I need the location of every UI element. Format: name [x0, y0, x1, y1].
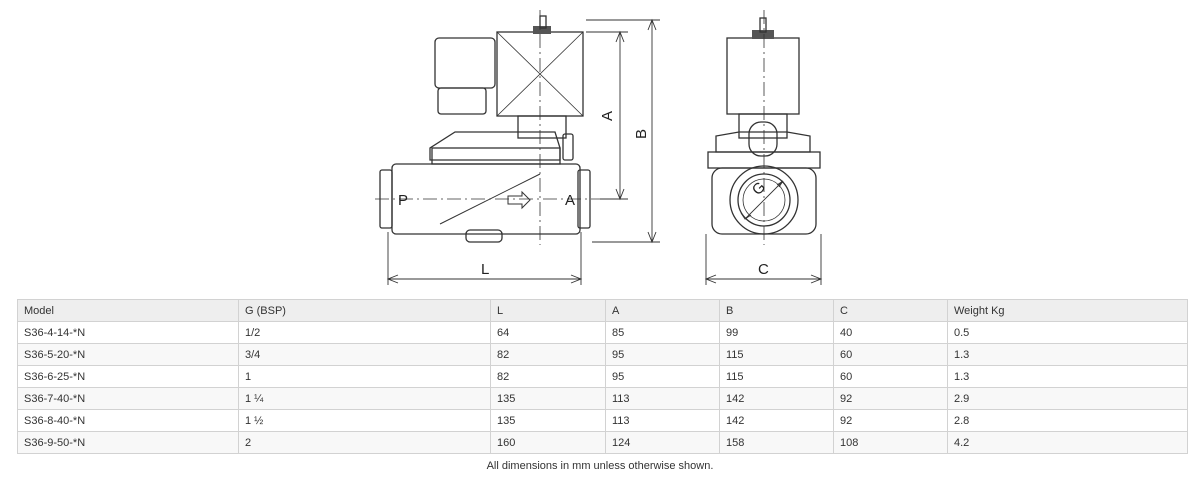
- cell-a: 95: [605, 343, 720, 366]
- cell-b: 158: [719, 431, 834, 454]
- cell-c: 108: [833, 431, 948, 454]
- cell-b: 115: [719, 343, 834, 366]
- table-row: S36-5-20-*N 3/4 82 95 115 60 1.3: [17, 343, 1188, 366]
- cell-a: 113: [605, 409, 720, 432]
- cell-b: 142: [719, 387, 834, 410]
- table-header-row: Model G (BSP) L A B C Weight Kg: [17, 299, 1188, 322]
- footnote: All dimensions in mm unless otherwise sh…: [486, 460, 714, 472]
- cell-model: S36-6-25-*N: [17, 365, 239, 388]
- header-model: Model: [17, 299, 239, 322]
- cell-a: 124: [605, 431, 720, 454]
- cell-l: 135: [490, 387, 606, 410]
- cell-weight: 4.2: [947, 431, 1188, 454]
- side-view: [707, 10, 821, 245]
- dim-b-label: B: [633, 129, 650, 139]
- header-b: B: [719, 299, 834, 322]
- table-row: S36-8-40-*N 1 ½ 135 113 142 92 2.8: [17, 409, 1188, 432]
- cell-weight: 2.9: [947, 387, 1188, 410]
- dim-c-label: C: [758, 261, 769, 278]
- header-l: L: [490, 299, 606, 322]
- cell-c: 40: [833, 321, 948, 344]
- cell-l: 160: [490, 431, 606, 454]
- cell-c: 92: [833, 387, 948, 410]
- cell-l: 64: [490, 321, 606, 344]
- cell-g: 1 ¼: [238, 387, 491, 410]
- cell-g: 1 ½: [238, 409, 491, 432]
- port-out-label: A: [565, 192, 575, 209]
- dimension-b: [586, 18, 660, 244]
- cell-b: 142: [719, 409, 834, 432]
- table-row: S36-4-14-*N 1/2 64 85 99 40 0.5: [17, 321, 1188, 344]
- port-in-label: P: [398, 192, 408, 209]
- cell-model: S36-7-40-*N: [17, 387, 239, 410]
- cell-c: 60: [833, 343, 948, 366]
- cell-b: 115: [719, 365, 834, 388]
- front-view: [375, 10, 600, 245]
- cell-l: 82: [490, 365, 606, 388]
- dim-l-label: L: [481, 261, 489, 278]
- cell-g: 2: [238, 431, 491, 454]
- cell-b: 99: [719, 321, 834, 344]
- cell-model: S36-8-40-*N: [17, 409, 239, 432]
- cell-a: 85: [605, 321, 720, 344]
- dimension-l: [386, 232, 583, 285]
- cell-weight: 2.8: [947, 409, 1188, 432]
- dimension-c: [704, 234, 823, 285]
- dim-a-label: A: [599, 111, 616, 121]
- table-row: S36-9-50-*N 2 160 124 158 108 4.2: [17, 431, 1188, 454]
- header-a: A: [605, 299, 720, 322]
- cell-a: 113: [605, 387, 720, 410]
- cell-a: 95: [605, 365, 720, 388]
- header-c: C: [833, 299, 948, 322]
- cell-c: 92: [833, 409, 948, 432]
- valve-technical-drawing: P A A B L G: [375, 10, 823, 285]
- cell-l: 82: [490, 343, 606, 366]
- table-row: S36-7-40-*N 1 ¼ 135 113 142 92 2.9: [17, 387, 1188, 410]
- dimension-a: [586, 30, 628, 201]
- header-weight: Weight Kg: [947, 299, 1188, 322]
- cell-weight: 1.3: [947, 343, 1188, 366]
- table-row: S36-6-25-*N 1 82 95 115 60 1.3: [17, 365, 1188, 388]
- cell-g: 1: [238, 365, 491, 388]
- header-g-bsp: G (BSP): [238, 299, 491, 322]
- cell-c: 60: [833, 365, 948, 388]
- cell-weight: 0.5: [947, 321, 1188, 344]
- cell-g: 3/4: [238, 343, 491, 366]
- cell-weight: 1.3: [947, 365, 1188, 388]
- dimensions-table: Model G (BSP) L A B C Weight Kg S36-4-14…: [17, 299, 1188, 454]
- cell-l: 135: [490, 409, 606, 432]
- dim-g-label: G: [749, 179, 769, 199]
- cell-model: S36-9-50-*N: [17, 431, 239, 454]
- cell-model: S36-4-14-*N: [17, 321, 239, 344]
- cell-model: S36-5-20-*N: [17, 343, 239, 366]
- cell-g: 1/2: [238, 321, 491, 344]
